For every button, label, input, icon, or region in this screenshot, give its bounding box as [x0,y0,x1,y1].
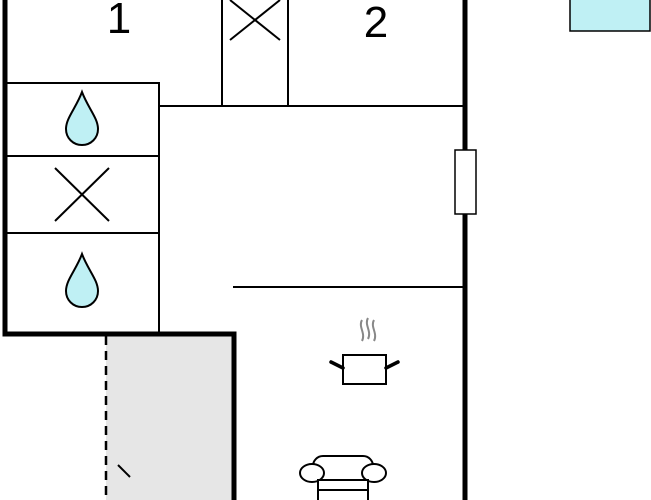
terrace-area [104,336,234,500]
cross-icon [54,167,110,222]
water-drop-icon [64,89,100,147]
room-label-2: 2 [364,0,388,47]
window-marker [454,149,477,215]
room-label-1: 1 [107,0,131,43]
water-feature-marker [569,0,651,32]
cooking-pot-icon [329,317,400,385]
interior-walls [4,0,466,335]
armchair-icon [299,455,387,500]
cross-icon [229,0,281,41]
water-drop-icon [64,251,100,309]
exterior-walls [2,0,468,500]
